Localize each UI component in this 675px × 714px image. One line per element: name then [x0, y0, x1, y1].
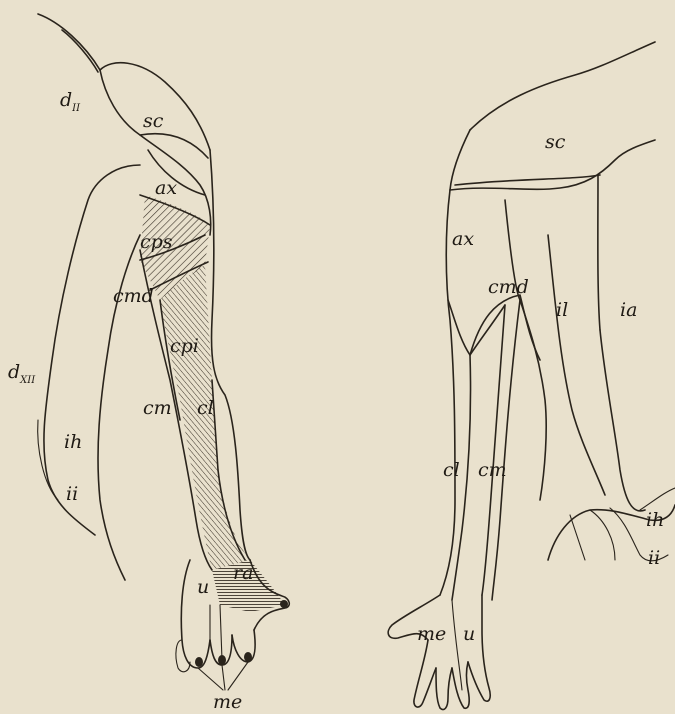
left-label-d12: d [8, 361, 20, 383]
left-label-ii: ii [66, 483, 78, 505]
left-label-me: me [213, 691, 242, 713]
right-label-ih: ih [646, 509, 664, 531]
left-label-u: u [197, 576, 209, 598]
right-label-cm: cm [478, 459, 507, 481]
right-label-me: me [417, 623, 446, 645]
right-label-ax: ax [452, 228, 474, 250]
left-label-ra: ra [233, 562, 253, 584]
svg-text:dII: dII [60, 89, 81, 114]
right-label-sc: sc [545, 131, 566, 153]
right-label-ia: ia [620, 299, 637, 321]
right-label-u: u [463, 623, 475, 645]
left-label-d2-sub: II [71, 103, 81, 114]
right-label-il: il [556, 299, 568, 321]
left-label-ih: ih [64, 431, 82, 453]
left-label-cl: cl [197, 397, 214, 419]
left-label-d2: d [60, 89, 72, 111]
left-label-cpi: cpi [170, 335, 199, 357]
right-arm-figure: sc ax cmd il ia cl cm ih ii me u [388, 42, 675, 710]
svg-text:dXII: dXII [8, 361, 36, 386]
left-label-cmd: cmd [113, 285, 154, 307]
left-arm-figure: dII sc ax cps cmd cpi dXII cm cl ih ii u… [8, 14, 289, 713]
right-label-cmd: cmd [488, 276, 529, 298]
left-label-ax: ax [155, 177, 177, 199]
left-label-d12-sub: XII [19, 375, 36, 386]
left-label-cps: cps [140, 231, 173, 253]
left-label-sc: sc [143, 110, 164, 132]
right-label-ii: ii [648, 547, 660, 569]
right-label-cl: cl [443, 459, 460, 481]
left-label-cm: cm [143, 397, 172, 419]
